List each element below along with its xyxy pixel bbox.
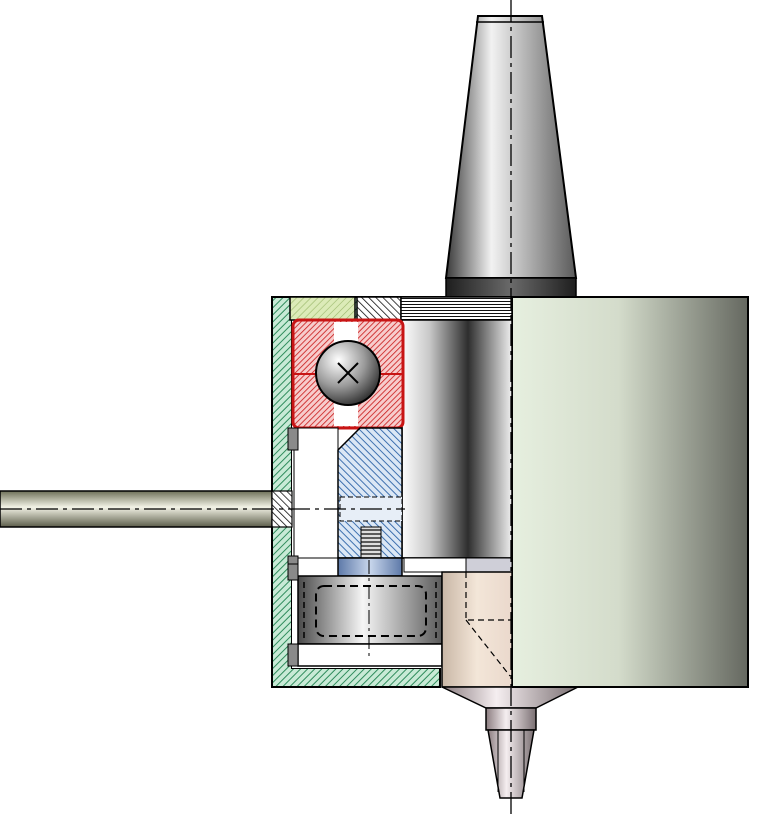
inner-ring-section: [337, 427, 403, 559]
spacer-ring: [289, 296, 356, 321]
roller-assembly: [287, 563, 443, 667]
collet-nut: [441, 557, 513, 688]
spring-icon: [360, 526, 382, 562]
inner-cavity-left: [293, 427, 339, 559]
roller: [297, 575, 443, 645]
locking-ring: [356, 296, 402, 321]
shaft-thread: [400, 296, 513, 321]
bottom-tip: [441, 686, 579, 799]
ball-bearing: [291, 318, 405, 430]
nose-cone: [441, 686, 579, 709]
inner-ring-assembly: [287, 427, 403, 579]
washer: [297, 643, 443, 667]
housing-body-exterior: [511, 296, 749, 688]
roller-hidden-outline: [315, 585, 427, 637]
spindle-shaft: [401, 319, 513, 559]
pin-head: [337, 557, 403, 577]
